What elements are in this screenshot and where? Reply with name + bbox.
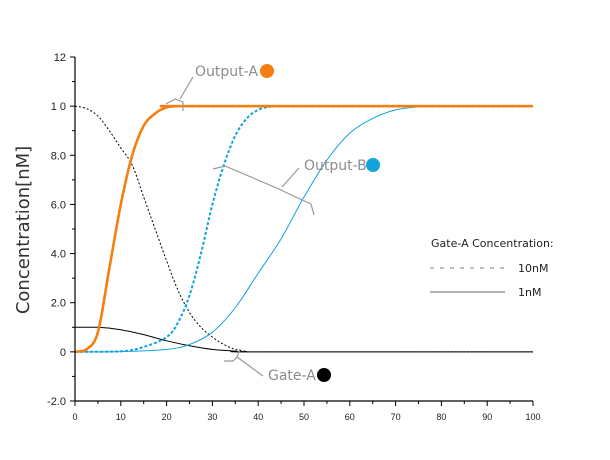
plot-lines bbox=[74, 104, 533, 354]
x-tick-label: 0 bbox=[72, 412, 77, 422]
series-output-b-1nm bbox=[74, 105, 533, 353]
y-tick-label: 6.0 bbox=[51, 199, 66, 211]
y-tick-label: -2.0 bbox=[47, 396, 66, 408]
x-tick-label: 70 bbox=[391, 412, 401, 422]
annotation-gate-a-label: Gate-A bbox=[268, 368, 316, 384]
legend: Gate-A Concentration: 10nM 1nM bbox=[430, 237, 554, 299]
y-tick-label: 12 bbox=[54, 52, 66, 64]
x-tick-label: 50 bbox=[299, 412, 309, 422]
gate-a-marker bbox=[317, 368, 331, 382]
output-b-marker bbox=[366, 158, 380, 172]
series-gate-a-1nm bbox=[75, 326, 533, 353]
y-tick-label: 0 bbox=[60, 347, 66, 359]
legend-title: Gate-A Concentration: bbox=[431, 237, 554, 250]
legend-label-10nm: 10nM bbox=[518, 262, 548, 275]
x-tick-label: 20 bbox=[162, 412, 172, 422]
series-gate-a-10nm bbox=[74, 105, 533, 353]
y-tick-label: 2.0 bbox=[51, 298, 66, 310]
annotation-gate-a-bracket bbox=[224, 348, 241, 362]
x-tick-label: 30 bbox=[207, 412, 217, 422]
annotation-output-a-bracket bbox=[165, 98, 184, 111]
x-tick-label: 90 bbox=[482, 412, 492, 422]
y-tick-label: 8.0 bbox=[51, 150, 66, 162]
annotation-output-a-label: Output-A bbox=[195, 64, 258, 80]
y-tick-label: 1 0 bbox=[51, 101, 66, 113]
x-tick-label: 80 bbox=[436, 412, 446, 422]
output-a-marker bbox=[260, 64, 274, 78]
series-output-a-1nm bbox=[74, 104, 533, 354]
series-output-a-10nm bbox=[74, 104, 533, 354]
annotation-output-a-leader bbox=[179, 76, 194, 100]
annotation-output-b-bracket bbox=[212, 165, 315, 216]
x-tick-label: 40 bbox=[253, 412, 263, 422]
annotation-output-b-leader bbox=[281, 167, 300, 188]
x-tick-label: 60 bbox=[345, 412, 355, 422]
annotation-output-a: Output-A bbox=[165, 64, 274, 111]
annotation-output-b-label: Output-B bbox=[304, 158, 367, 174]
y-axis-title: Concentration[nM] bbox=[13, 146, 34, 314]
annotation-gate-a: Gate-A bbox=[224, 348, 331, 384]
x-tick-label: 10 bbox=[116, 412, 126, 422]
x-tick-label: 100 bbox=[525, 412, 540, 422]
annotation-gate-a-leader bbox=[236, 356, 264, 377]
legend-label-1nm: 1nM bbox=[518, 286, 541, 299]
y-tick-label: 4.0 bbox=[51, 249, 66, 261]
annotation-output-b: Output-B bbox=[212, 158, 380, 216]
axes: 12 1 0 8.0 6.0 4.0 2.0 0 -2.0 0 10 20 30 40 50 60 70 80 9… bbox=[47, 52, 540, 422]
series-output-b-10nm bbox=[74, 105, 533, 353]
